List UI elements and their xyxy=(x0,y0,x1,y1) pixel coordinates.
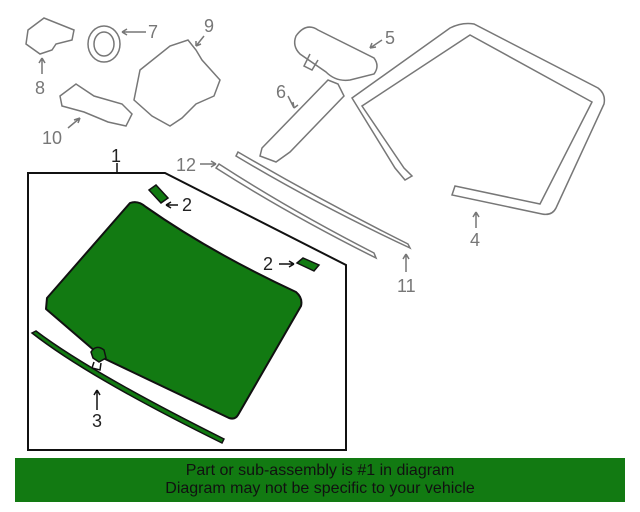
mounting-bracket[interactable] xyxy=(59,83,133,127)
leader-8 xyxy=(38,57,46,74)
leader-11 xyxy=(402,253,410,272)
callout-3: 3 xyxy=(92,411,102,431)
info-banner: Part or sub-assembly is #1 in diagram Di… xyxy=(15,458,625,502)
retainer-clip-right[interactable] xyxy=(295,257,321,272)
callout-11: 11 xyxy=(397,276,416,296)
callout-12: 12 xyxy=(176,155,196,175)
leader-9 xyxy=(195,35,205,47)
leader-2b xyxy=(279,260,295,268)
callout-4: 4 xyxy=(470,230,480,250)
weatherstrip-frame[interactable] xyxy=(350,22,606,216)
leader-10 xyxy=(67,117,81,129)
mounting-clip[interactable] xyxy=(25,17,75,55)
lower-moulding-strip[interactable] xyxy=(30,330,226,445)
callout-9: 9 xyxy=(204,16,214,36)
callout-10: 10 xyxy=(42,128,62,148)
sensor-bracket[interactable] xyxy=(90,346,107,371)
callout-5: 5 xyxy=(385,28,395,48)
rain-sensor[interactable] xyxy=(87,25,121,63)
rear-view-mirror[interactable] xyxy=(293,26,378,82)
leader-12 xyxy=(200,160,217,168)
leader-6 xyxy=(287,95,299,109)
callout-1: 1 xyxy=(111,146,121,166)
callout-2b: 2 xyxy=(263,254,273,274)
leader-4 xyxy=(472,211,480,228)
cowl-strip[interactable] xyxy=(235,150,412,250)
camera-bracket[interactable] xyxy=(133,39,221,127)
leader-5 xyxy=(369,39,383,49)
callout-2a: 2 xyxy=(182,195,192,215)
windshield-glass[interactable] xyxy=(45,201,303,420)
leader-2a xyxy=(165,201,178,209)
leader-7 xyxy=(121,28,146,36)
upper-moulding-strip[interactable] xyxy=(214,162,378,260)
banner-line-1: Part or sub-assembly is #1 in diagram xyxy=(185,462,455,479)
callout-7: 7 xyxy=(148,22,158,42)
leader-3 xyxy=(93,389,101,410)
retainer-clip-upper[interactable] xyxy=(147,184,170,204)
mirror-mount-bracket[interactable] xyxy=(259,79,345,163)
callout-8: 8 xyxy=(35,78,45,98)
banner-line-2: Diagram may not be specific to your vehi… xyxy=(165,480,475,497)
callout-6: 6 xyxy=(276,82,286,102)
